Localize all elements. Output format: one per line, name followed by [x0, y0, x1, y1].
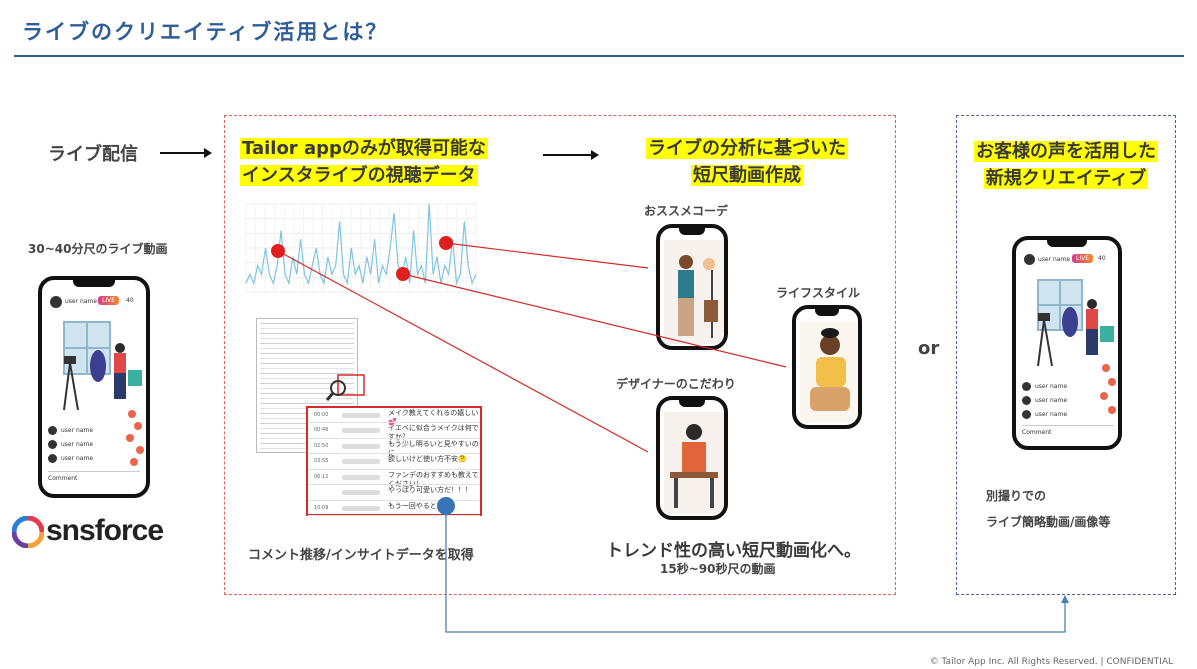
phone-osusume [656, 224, 728, 350]
comment-text: ファンデのおすすめも教えてください！ [388, 470, 479, 488]
title-divider [14, 55, 1184, 57]
comment-user: user name [1035, 397, 1068, 404]
snsforce-logo-text: snsforce [46, 514, 164, 547]
comment-text: もう一回やると？ [388, 501, 444, 510]
comment-user: user name [61, 455, 94, 462]
comment-text: 欲しいけど使い方不安🤔 [388, 455, 467, 464]
comment-input: Comment [48, 471, 140, 482]
comment-user: user name [61, 441, 94, 448]
phone-lifestyle [792, 305, 862, 429]
snsforce-logo-icon [12, 516, 44, 548]
arrow-right-icon [543, 150, 599, 160]
comment-time: 06:12 [314, 473, 329, 480]
comment-time: 02:50 [314, 442, 329, 449]
phone-creative-mockup: user name LIVE 40 user name user name us… [1012, 236, 1122, 450]
viewer-count: 40 [1098, 255, 1106, 262]
analysis-heading-line1: Tailor appのみが取得可能な [240, 138, 488, 159]
analysis-caption: コメント推移/インサイトデータを取得 [248, 548, 474, 563]
creative-heading-line2: 新規クリエイティブ [983, 168, 1149, 189]
username: user name [1038, 256, 1071, 263]
avatar [50, 296, 62, 308]
comment-user: user name [61, 427, 94, 434]
viewer-count: 40 [126, 297, 134, 304]
footer-copyright: © Tailor App Inc. All Rights Reserved. |… [929, 657, 1173, 667]
comment-table: 00:00メイク教えてくれるの嬉しい💕00:46イエベに似合うメイクは何ですか？… [306, 406, 482, 516]
studio-illustration [63, 321, 142, 411]
label-osusume: おススメコーデ [644, 204, 729, 218]
live-label: ライブ配信 [48, 144, 138, 165]
shortvideo-heading-line2: 短尺動画作成 [691, 165, 803, 186]
duration-text: 15秒~90秒尺の動画 [660, 562, 776, 576]
video-label: 30~40分尺のライブ動画 [28, 242, 168, 256]
username: user name [65, 298, 98, 305]
comment-text: やっぱり可愛い方だ！！！ [388, 486, 472, 495]
creative-heading-line1: お客様の声を活用した [974, 141, 1158, 162]
phone-live-mockup: user name LIVE 40 user name user name us… [38, 276, 150, 498]
viewer-trend-chart [245, 203, 477, 293]
shortvideo-heading-line1: ライブの分析に基づいた [646, 138, 848, 159]
studio-illustration [1037, 279, 1114, 367]
creative-desc-line2: ライブ簡略動画/画像等 [986, 515, 1111, 529]
page-title: ライブのクリエイティブ活用とは？ [22, 20, 389, 44]
live-badge: LIVE [1072, 254, 1094, 263]
comment-user: user name [1035, 383, 1068, 390]
shortvideo-heading: ライブの分析に基づいた 短尺動画作成 [636, 135, 858, 189]
creative-section-box [956, 115, 1176, 595]
comment-time: 00:46 [314, 427, 329, 434]
comment-user: user name [1035, 411, 1068, 418]
label-designer: デザイナーのこだわり [616, 377, 736, 391]
creative-heading: お客様の声を活用した 新規クリエイティブ [962, 138, 1170, 192]
analysis-heading: Tailor appのみが取得可能な インスタライブの視聴データ [240, 135, 488, 189]
comment-input: Comment [1022, 425, 1114, 436]
trend-text: トレンド性の高い短尺動画化へ。 [606, 541, 861, 561]
or-text: or [918, 338, 940, 359]
magnifier-icon [326, 374, 365, 401]
phone-designer [656, 396, 728, 520]
comment-time: 03:55 [314, 458, 329, 465]
comment-time: 10:09 [314, 504, 329, 511]
label-lifestyle: ライフスタイル [776, 286, 861, 300]
analysis-heading-line2: インスタライブの視聴データ [240, 165, 478, 186]
arrow-right-icon [160, 148, 212, 158]
creative-desc-line1: 別撮りでの [986, 489, 1047, 503]
live-badge: LIVE [98, 296, 120, 305]
comment-time: 00:00 [314, 412, 329, 418]
